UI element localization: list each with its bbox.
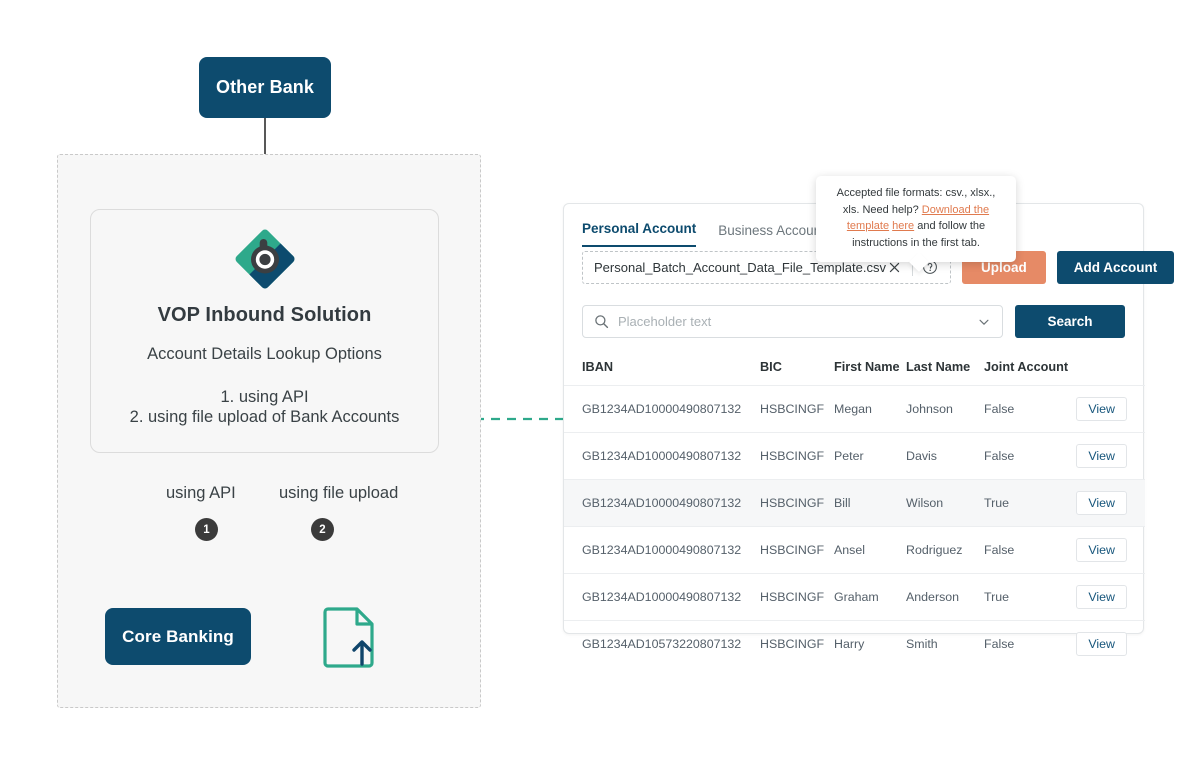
cell-actions: View (1076, 526, 1145, 574)
node-other-bank[interactable]: Other Bank (199, 57, 331, 118)
cell-first-name: Megan (834, 385, 906, 433)
tooltip-line-2-prefix: Need help? (862, 203, 922, 216)
cell-iban: GB1234AD10000490807132 (564, 526, 760, 574)
accounts-table: IBAN BIC First Name Last Name Joint Acco… (564, 350, 1145, 667)
account-type-tabs: Personal Account Business Account (564, 204, 1143, 247)
cell-actions: View (1076, 479, 1145, 527)
table-header: IBAN BIC First Name Last Name Joint Acco… (564, 350, 1145, 386)
step-marker-1: 1 (195, 518, 218, 541)
download-template-link[interactable]: Download the template (846, 203, 990, 233)
view-button[interactable]: View (1076, 632, 1127, 656)
tab-personal-account[interactable]: Personal Account (582, 221, 697, 247)
cell-last-name: Rodriguez (906, 526, 984, 574)
cell-joint-account: False (984, 432, 1076, 480)
column-header-first-name: First Name (834, 360, 900, 374)
tab-business-account[interactable]: Business Account (718, 223, 825, 238)
field-divider (911, 259, 913, 276)
brand-logo-icon (235, 229, 294, 289)
cell-last-name: Wilson (906, 479, 984, 527)
cell-actions: View (1076, 432, 1145, 480)
vop-option-1: 1. using API (220, 388, 309, 406)
node-core-banking[interactable]: Core Banking (105, 608, 251, 665)
cell-joint-account: False (984, 620, 1076, 667)
step-marker-2: 2 (311, 518, 334, 541)
cell-first-name: Peter (834, 432, 906, 480)
vop-title: VOP Inbound Solution (157, 304, 372, 326)
cell-actions: View (1076, 385, 1145, 433)
cell-iban: GB1234AD10000490807132 (564, 573, 760, 621)
node-other-bank-label: Other Bank (215, 77, 315, 97)
cell-joint-account: False (984, 385, 1076, 433)
cell-iban: GB1234AD10573220807132 (564, 620, 760, 667)
cell-bic: HSBCINGF (760, 432, 834, 480)
add-account-button[interactable]: Add Account (1056, 251, 1175, 284)
cell-joint-account: True (984, 573, 1076, 621)
column-header-iban: IBAN (582, 360, 614, 374)
column-header-joint-account: Joint Account (984, 360, 1069, 374)
cell-iban: GB1234AD10000490807132 (564, 479, 760, 527)
vop-option-2: 2. using file upload of Bank Accounts (129, 408, 400, 426)
view-button[interactable]: View (1076, 538, 1127, 562)
branch-label-using-file-upload: using file upload (279, 484, 399, 502)
selected-file-name: Personal_Batch_Account_Data_File_Templat… (594, 260, 886, 275)
column-header-last-name: Last Name (906, 360, 971, 374)
view-button[interactable]: View (1076, 397, 1127, 421)
search-button[interactable]: Search (1015, 305, 1125, 338)
column-header-actions (1076, 350, 1145, 386)
cell-joint-account: True (984, 479, 1076, 527)
cell-bic: HSBCINGF (760, 526, 834, 574)
tooltip-line-3-suffix: and follow the instructions in the first… (852, 220, 986, 249)
cell-bic: HSBCINGF (760, 620, 834, 667)
cell-first-name: Bill (834, 479, 906, 527)
account-management-panel: Personal Account Business Account Person… (563, 176, 1175, 667)
file-upload-icon (323, 607, 374, 668)
cell-bic: HSBCINGF (760, 479, 834, 527)
cell-bic: HSBCINGF (760, 573, 834, 621)
search-input[interactable]: Placeholder text (582, 305, 1003, 338)
search-icon (594, 314, 609, 329)
download-template-here-link[interactable]: here (892, 220, 915, 232)
chevron-down-icon[interactable] (977, 315, 991, 329)
vop-subtitle: Account Details Lookup Options (147, 345, 382, 363)
cell-first-name: Graham (834, 573, 906, 621)
search-placeholder: Placeholder text (618, 314, 712, 329)
cell-iban: GB1234AD10000490807132 (564, 385, 760, 433)
file-upload-row: Personal_Batch_Account_Data_File_Templat… (564, 247, 1175, 284)
view-button[interactable]: View (1076, 444, 1127, 468)
view-button[interactable]: View (1076, 585, 1127, 609)
cell-last-name: Smith (906, 620, 984, 667)
cell-last-name: Davis (906, 432, 984, 480)
cell-last-name: Anderson (906, 573, 984, 621)
node-vop-inbound-solution: VOP Inbound Solution Account Details Loo… (90, 209, 439, 453)
column-header-bic: BIC (760, 360, 782, 374)
cell-joint-account: False (984, 526, 1076, 574)
node-core-banking-label: Core Banking (122, 626, 234, 646)
cell-bic: HSBCINGF (760, 385, 834, 433)
tooltip-line-1: Accepted file formats: csv., xlsx., xls. (836, 187, 996, 216)
cell-actions: View (1076, 620, 1145, 667)
view-button[interactable]: View (1076, 491, 1127, 515)
cell-actions: View (1076, 573, 1145, 621)
branch-label-using-api: using API (166, 484, 236, 502)
search-row: Placeholder text Search (564, 284, 1143, 338)
cell-first-name: Harry (834, 620, 906, 667)
cell-iban: GB1234AD10000490807132 (564, 432, 760, 480)
cell-first-name: Ansel (834, 526, 906, 574)
file-format-tooltip: Accepted file formats: csv., xlsx., xls.… (816, 176, 1016, 272)
cell-last-name: Johnson (906, 385, 984, 433)
close-icon[interactable] (886, 259, 903, 276)
